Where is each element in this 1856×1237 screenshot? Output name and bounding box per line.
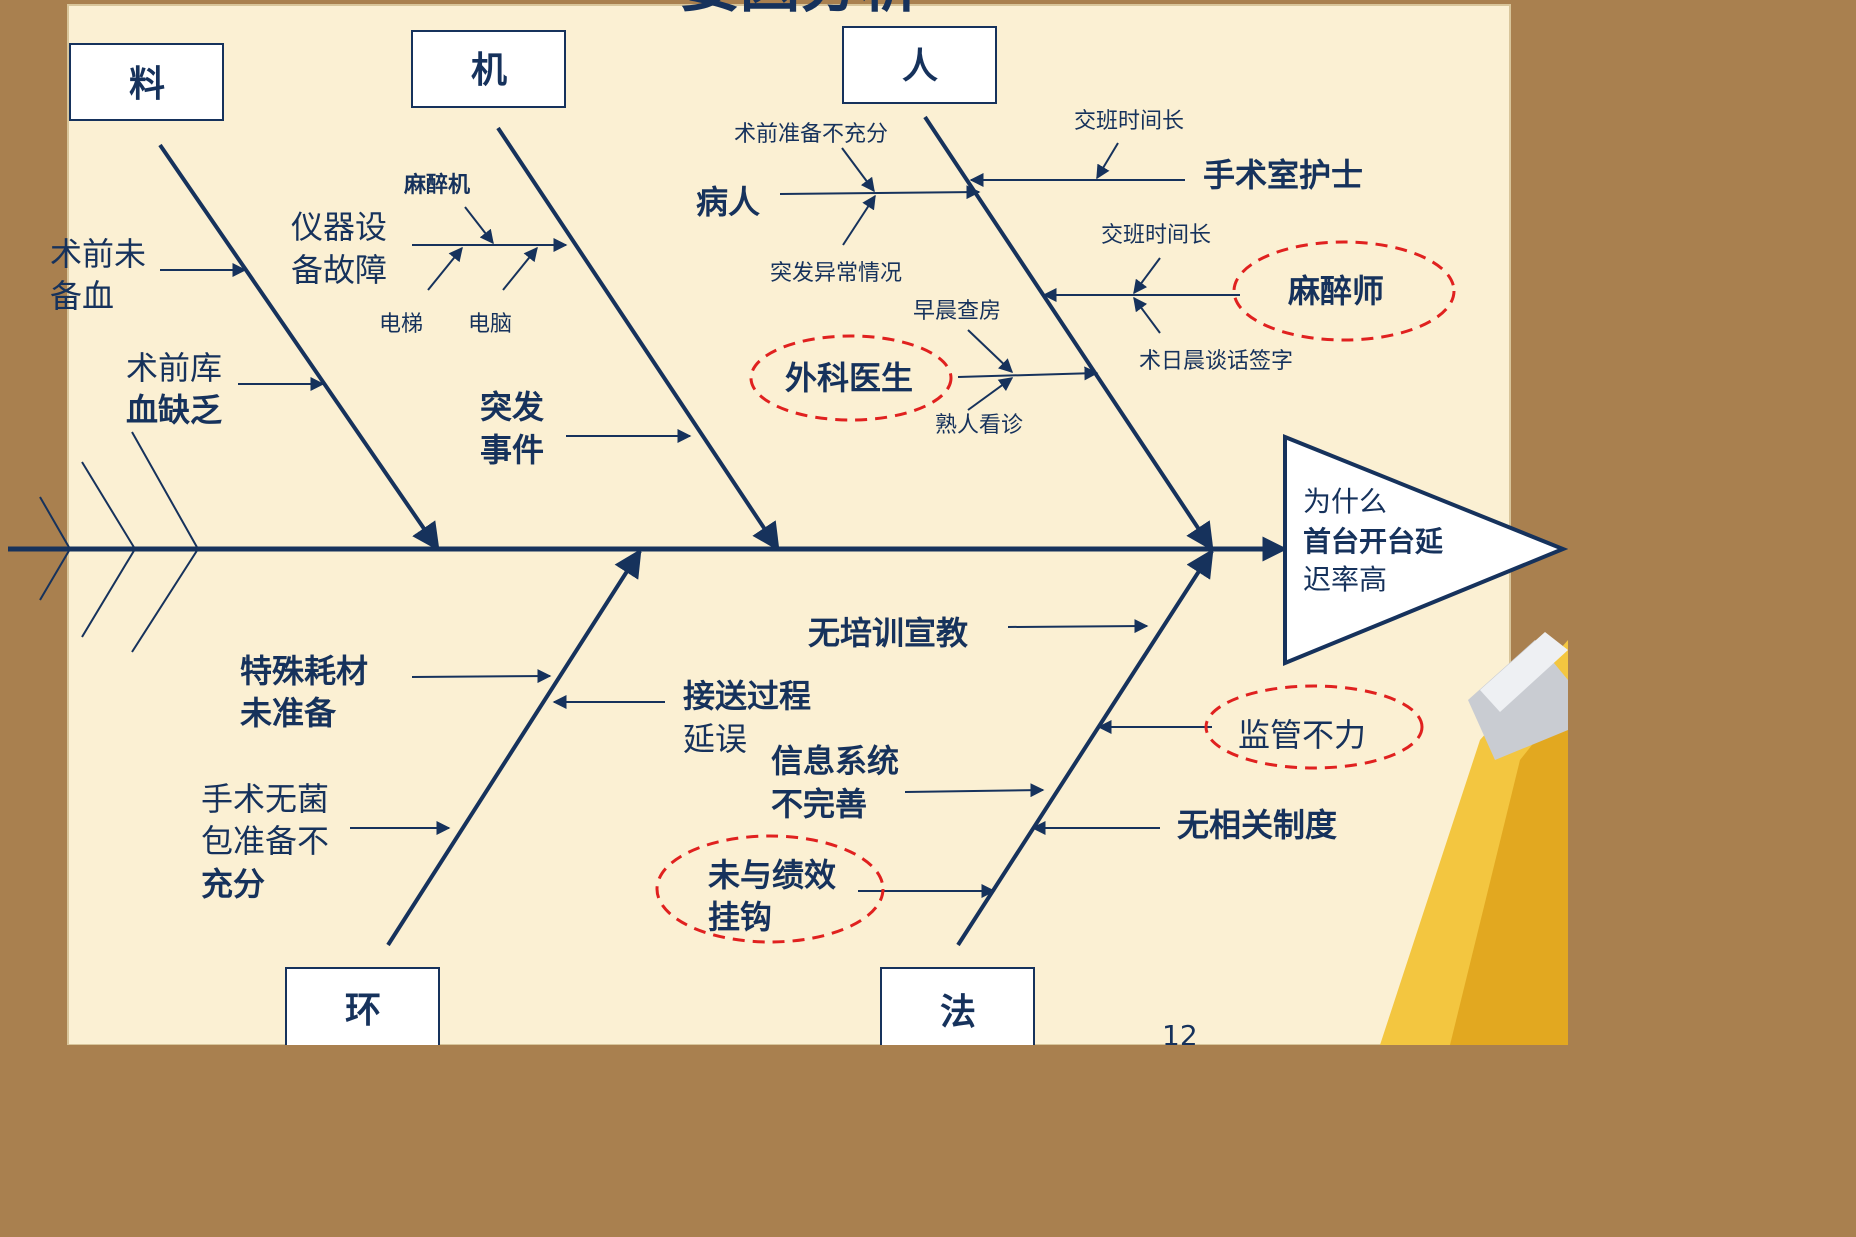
bone-environment xyxy=(386,548,642,947)
label-preop-blood-2: 备血 xyxy=(50,277,114,315)
label-special-consumables-1: 特殊耗材 xyxy=(240,652,368,690)
label-preop-blood-1: 术前未 xyxy=(50,235,146,273)
svg-text:为什么: 为什么 xyxy=(1303,485,1387,518)
label-no-training: 无培训宣教 xyxy=(808,614,968,652)
arrow-acquaintance xyxy=(967,377,1014,411)
slide: 要因分析 xyxy=(8,0,1569,1052)
label-handover-1: 交班时间长 xyxy=(1074,109,1184,134)
arrow-special-consumables xyxy=(411,669,552,684)
label-acquaintance: 熟人看诊 xyxy=(935,413,1023,438)
label-anesthesiologist: 麻醉师 xyxy=(1288,272,1384,310)
bone-material xyxy=(158,143,440,552)
label-anesthesia-machine: 麻醉机 xyxy=(403,172,470,198)
label-sterile-pack-2: 包准备不 xyxy=(201,822,329,860)
label-prep-insufficient: 术前准备不充分 xyxy=(734,122,888,147)
arrow-patient xyxy=(779,185,981,200)
slide-title: 要因分析 xyxy=(680,0,920,21)
fishbone-diagram: 要因分析 xyxy=(8,0,1569,1052)
svg-text:首台开台延: 首台开台延 xyxy=(1303,525,1444,558)
label-sterile-pack-3: 充分 xyxy=(201,865,265,903)
label-performance-2: 挂钩 xyxy=(708,898,772,936)
label-info-system-1: 信息系统 xyxy=(771,742,899,780)
category-box-people xyxy=(842,26,997,104)
label-blood-shortage-2: 血缺乏 xyxy=(126,391,222,429)
highlight-anesthesiologist xyxy=(1232,240,1456,342)
highlight-weak-supervision xyxy=(1204,684,1424,770)
category-box-material xyxy=(69,43,224,121)
arrow-rounds xyxy=(967,329,1014,373)
arrow-handover-1 xyxy=(1096,142,1119,180)
category-box-machine xyxy=(411,30,566,108)
label-special-consumables-2: 未准备 xyxy=(240,694,337,732)
label-info-system-2: 不完善 xyxy=(771,785,867,823)
label-morning-rounds: 早晨查房 xyxy=(913,299,1001,324)
arrow-info-system xyxy=(904,783,1045,798)
category-box-environment xyxy=(285,967,440,1049)
category-machine: 机 xyxy=(471,50,507,91)
paper-background xyxy=(68,5,1510,1045)
label-consent-signing: 术日晨谈话签字 xyxy=(1139,349,1293,374)
label-equipment-1: 仪器设 xyxy=(291,208,387,246)
category-method: 法 xyxy=(940,992,976,1033)
arrow-computer xyxy=(502,246,538,291)
label-equipment-2: 备故障 xyxy=(291,251,387,289)
arrow-sudden-abnormal xyxy=(842,194,876,246)
label-emergency-2: 事件 xyxy=(480,431,544,469)
page-number: 12 xyxy=(1162,1019,1198,1045)
bone-method xyxy=(956,548,1214,947)
pencil-decoration xyxy=(1380,632,1568,1045)
bone-machine xyxy=(496,126,780,552)
arrow-elevator xyxy=(427,246,463,291)
label-handover-2: 交班时间长 xyxy=(1101,223,1211,248)
label-computer: 电脑 xyxy=(468,312,512,337)
arrow-surgeon xyxy=(957,366,1099,381)
head-label: 为什么 首台开台延 迟率高 xyxy=(1303,485,1444,596)
label-weak-supervision: 监管不力 xyxy=(1238,716,1366,754)
label-blood-shortage-1: 术前库 xyxy=(126,349,222,387)
label-transfer-delay-1: 接送过程 xyxy=(683,677,811,715)
label-performance-1: 未与绩效 xyxy=(708,856,836,894)
arrow-handover-2 xyxy=(1133,257,1161,295)
label-elevator: 电梯 xyxy=(379,312,423,337)
label-no-rules: 无相关制度 xyxy=(1177,806,1337,844)
highlight-surgeon xyxy=(749,334,953,422)
category-box-method xyxy=(880,967,1035,1049)
category-environment: 环 xyxy=(345,990,381,1031)
label-or-nurse: 手术室护士 xyxy=(1203,156,1363,194)
svg-text:迟率高: 迟率高 xyxy=(1303,563,1387,596)
tail-chevron xyxy=(39,496,72,601)
label-sudden-abnormal: 突发异常情况 xyxy=(770,261,902,286)
arrow-prep-insufficient xyxy=(841,147,875,193)
label-sterile-pack-1: 手术无菌 xyxy=(201,780,329,818)
label-surgeon: 外科医生 xyxy=(785,359,913,397)
category-material: 料 xyxy=(129,64,165,105)
label-transfer-delay-2: 延误 xyxy=(683,720,747,758)
fish-head xyxy=(1283,434,1569,666)
arrow-anesthesia-machine xyxy=(464,206,494,245)
label-emergency-1: 突发 xyxy=(480,388,544,426)
label-patient: 病人 xyxy=(696,183,760,221)
highlight-performance xyxy=(655,834,885,944)
arrow-no-training xyxy=(1007,619,1149,634)
tail-chevron xyxy=(81,461,137,638)
tail-chevron xyxy=(131,431,200,653)
arrow-consent xyxy=(1133,296,1161,334)
category-people: 人 xyxy=(902,46,938,87)
